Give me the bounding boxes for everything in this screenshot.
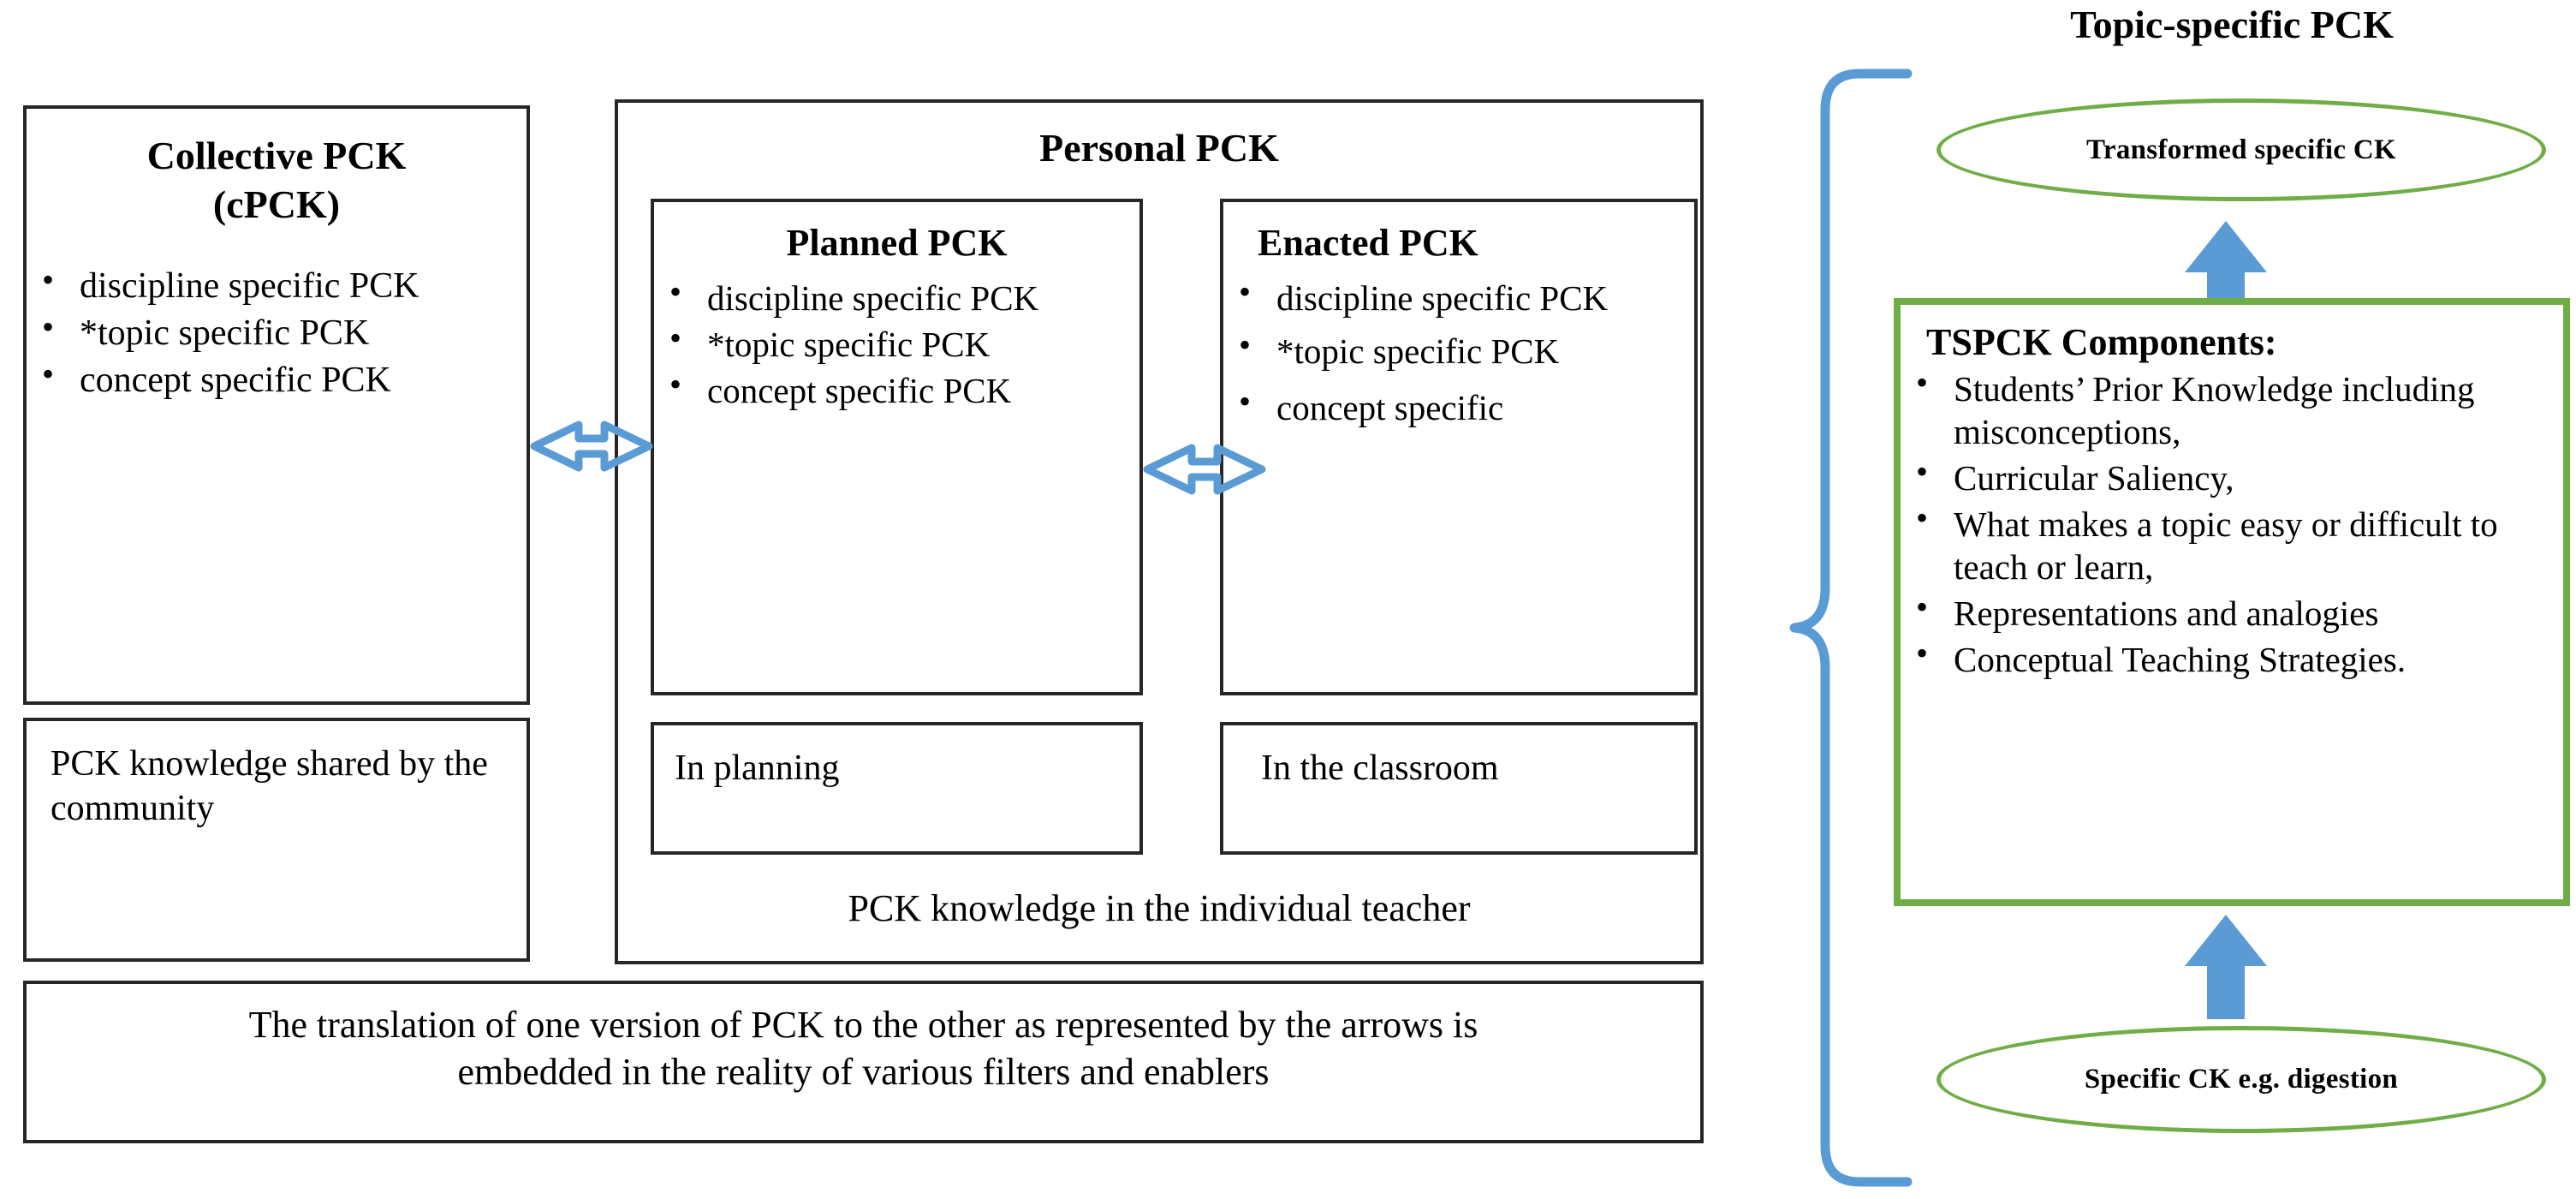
enacted-bullet-2: concept specific <box>1276 388 1504 428</box>
planned-pck-bullet-list: discipline specific PCK *topic specific … <box>654 275 1139 412</box>
list-item: Representations and analogies <box>1901 590 2563 635</box>
collective-pck-heading-line2: (cPCK) <box>212 182 341 226</box>
community-pck-text: PCK knowledge shared by the community <box>51 744 488 829</box>
planned-bullet-2: concept specific PCK <box>707 371 1012 411</box>
up-arrow-icon <box>2185 915 2267 1019</box>
list-item: *topic specific PCK <box>27 310 527 355</box>
list-item: *topic specific PCK <box>1223 328 1694 373</box>
planned-bullet-0: discipline specific PCK <box>707 278 1039 318</box>
planned-bullet-1: *topic specific PCK <box>707 325 991 365</box>
specific-ck-ellipse: Specific CK e.g. digestion <box>1936 1026 2546 1133</box>
tspck-components-list: Students’ Prior Knowledge including misc… <box>1901 366 2563 681</box>
tspck-component-2: What makes a topic easy or difficult to … <box>1954 504 2498 588</box>
tspck-component-0: Students’ Prior Knowledge including misc… <box>1954 369 2475 452</box>
planned-pck-heading: Planned PCK <box>786 222 1008 264</box>
tspck-components-box: TSPCK Components: Students’ Prior Knowle… <box>1894 298 2570 906</box>
enacted-pck-bullet-list: discipline specific PCK *topic specific … <box>1223 275 1694 429</box>
list-item: concept specific PCK <box>27 357 527 403</box>
list-item: Conceptual Teaching Strategies. <box>1901 636 2563 681</box>
personal-pck-footer: PCK knowledge in the individual teacher <box>848 887 1471 929</box>
tspck-component-4: Conceptual Teaching Strategies. <box>1954 640 2406 680</box>
translation-banner-line2: embedded in the reality of various filte… <box>457 1051 1270 1093</box>
list-item: Curricular Saliency, <box>1901 455 2563 499</box>
tspck-component-1: Curricular Saliency, <box>1954 458 2234 498</box>
list-item: concept specific <box>1223 385 1694 429</box>
tspck-components-heading: TSPCK Components: <box>1926 321 2277 363</box>
tspck-component-3: Representations and analogies <box>1954 594 2379 634</box>
list-item: discipline specific PCK <box>1223 275 1694 319</box>
list-item: *topic specific PCK <box>654 321 1139 366</box>
enacted-bullet-0: discipline specific PCK <box>1276 278 1609 318</box>
in-the-classroom-box: In the classroom <box>1220 722 1698 855</box>
curly-brace-icon <box>1789 69 1913 1187</box>
collective-pck-bullet-list: discipline specific PCK *topic specific … <box>27 263 527 403</box>
translation-banner-box: The translation of one version of PCK to… <box>23 981 1704 1143</box>
collective-bullet-2: concept specific PCK <box>80 361 391 401</box>
list-item: What makes a topic easy or difficult to … <box>1901 501 2563 588</box>
list-item: concept specific PCK <box>654 367 1139 412</box>
in-planning-label: In planning <box>675 749 840 788</box>
in-planning-box: In planning <box>651 722 1143 855</box>
enacted-pck-box: Enacted PCK discipline specific PCK *top… <box>1220 199 1698 695</box>
enacted-bullet-1: *topic specific PCK <box>1276 331 1560 372</box>
topic-specific-pck-title: Topic-specific PCK <box>2070 3 2394 46</box>
list-item: discipline specific PCK <box>654 275 1139 319</box>
translation-banner-line1: The translation of one version of PCK to… <box>248 1004 1478 1046</box>
community-pck-box: PCK knowledge shared by the community <box>23 718 530 962</box>
collective-pck-box: Collective PCK (cPCK) discipline specifi… <box>23 105 530 705</box>
transformed-specific-ck-label: Transformed specific CK <box>2086 134 2396 165</box>
specific-ck-label: Specific CK e.g. digestion <box>2084 1064 2399 1095</box>
list-item: discipline specific PCK <box>27 263 527 308</box>
collective-bullet-1: *topic specific PCK <box>80 313 370 354</box>
collective-pck-heading-line1: Collective PCK <box>146 134 407 177</box>
list-item: Students’ Prior Knowledge including misc… <box>1901 366 2563 453</box>
in-the-classroom-label: In the classroom <box>1261 749 1499 788</box>
collective-bullet-0: discipline specific PCK <box>80 266 419 306</box>
transformed-specific-ck-ellipse: Transformed specific CK <box>1936 98 2546 201</box>
planned-pck-box: Planned PCK discipline specific PCK *top… <box>651 199 1143 695</box>
up-arrow-icon <box>2185 221 2267 298</box>
enacted-pck-heading: Enacted PCK <box>1258 222 1478 264</box>
personal-pck-heading: Personal PCK <box>1039 126 1279 170</box>
